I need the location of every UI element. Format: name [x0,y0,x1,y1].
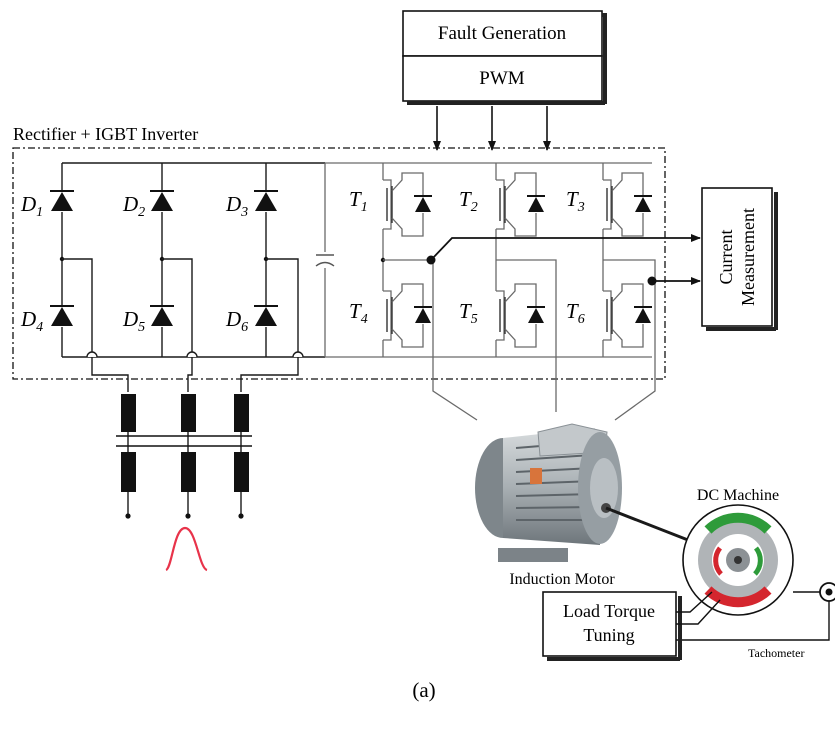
measurement-label: Measurement [738,208,758,306]
diode-label-d5: D5 [122,307,145,335]
tachometer-label: Tachometer [748,646,804,660]
tuning-label: Tuning [583,625,634,645]
diode-label-d4: D4 [20,307,43,335]
diode-label-d2: D2 [122,192,145,220]
diode-d2 [150,190,174,212]
diode-d4 [50,305,74,327]
induction-motor-label: Induction Motor [509,571,615,588]
load-torque-block: Load Torque Tuning [542,591,682,661]
inverter-bridge [325,162,652,358]
igbt-leg-1 [380,163,432,357]
fault-generation-block: Fault Generation PWM [402,10,607,105]
tachometer-sensor [793,582,835,602]
current-label: Current [716,230,736,285]
current-measurement-block: Current Measurement [701,187,778,331]
transistor-label-t4: T4 [349,299,368,327]
three-phase-transformer [116,394,252,519]
induction-motor-image [475,423,622,562]
pwm-arrows [433,106,551,151]
motor-shaft [605,506,689,542]
igbt-leg-2 [495,163,545,357]
diode-label-d6: D6 [225,307,248,335]
igbt-leg-3 [602,163,652,357]
phase-outputs [383,255,657,421]
diode-d3 [254,190,278,212]
rectifier-bridge [59,162,325,392]
load-torque-connection [676,591,721,625]
transistor-label-t2: T2 [459,187,478,215]
diode-d5 [150,305,174,327]
diode-label-d1: D1 [20,192,43,220]
current-measurement-arrows [430,234,701,285]
dc-machine-label: DC Machine [697,487,779,504]
transistor-label-t3: T3 [566,187,585,215]
diode-d1 [50,190,74,212]
pwm-label: PWM [479,68,525,89]
diode-label-d3: D3 [225,192,248,220]
figure-caption: (a) [412,678,435,702]
fault-generation-label: Fault Generation [438,23,567,44]
load-torque-label: Load Torque [563,601,655,621]
transistor-label-t5: T5 [459,299,478,327]
rectifier-inverter-label: Rectifier + IGBT Inverter [13,124,198,144]
ac-source-sine-icon [165,526,208,572]
dc-link-capacitor [315,163,335,357]
rectifier-inverter-enclosure [12,147,666,380]
transistor-label-t1: T1 [349,187,368,215]
diode-d6 [254,305,278,327]
dc-machine [682,504,794,616]
transistor-label-t6: T6 [566,299,585,327]
